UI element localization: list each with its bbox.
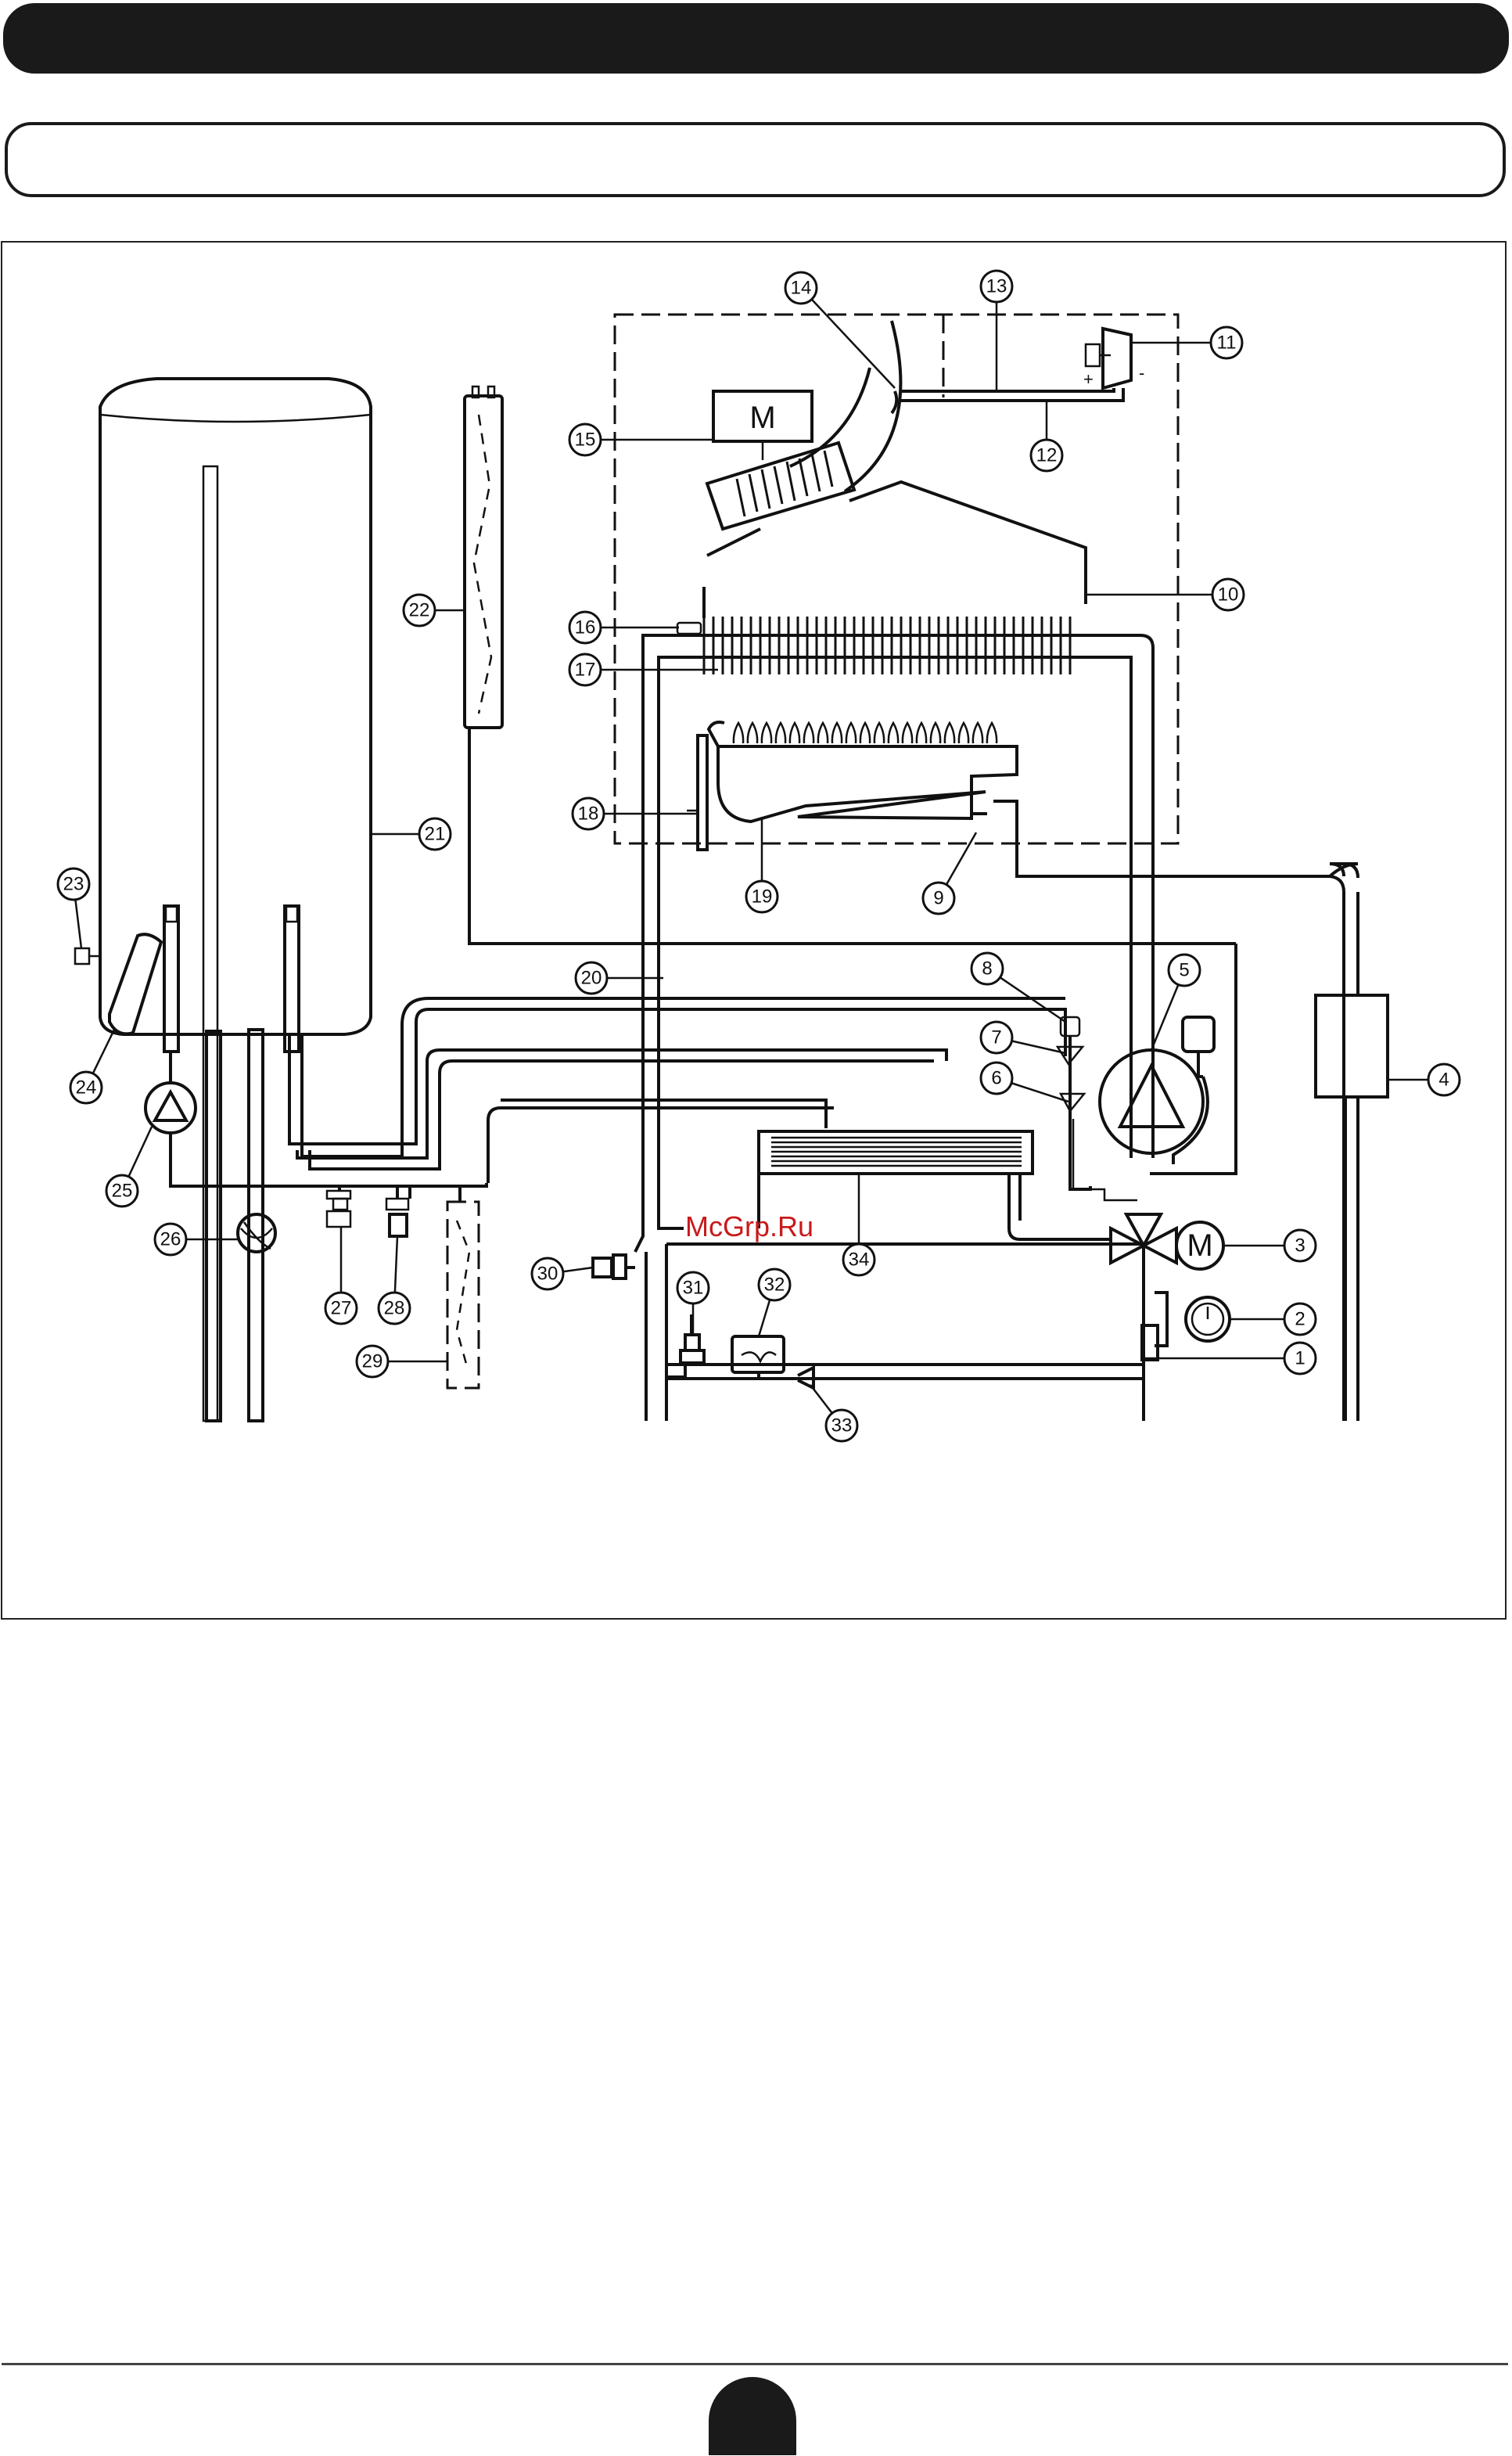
callout-label: 5 — [1179, 960, 1189, 981]
callout-12: 12 — [1031, 401, 1062, 471]
callout-13: 13 — [981, 271, 1012, 391]
callout-label: 30 — [537, 1264, 558, 1285]
callout-14: 14 — [785, 272, 895, 388]
storage-tank — [100, 379, 371, 1421]
callout-label: 22 — [409, 600, 430, 621]
callout-label: 10 — [1218, 584, 1239, 606]
callout-25: 25 — [106, 1127, 152, 1206]
callout-23: 23 — [58, 868, 89, 948]
pressure-gauge — [1155, 1293, 1230, 1346]
callout-label: 32 — [764, 1275, 785, 1296]
callout-label: 4 — [1438, 1070, 1449, 1091]
callout-label: 33 — [831, 1415, 853, 1437]
callout-label: 1 — [1295, 1348, 1305, 1369]
callout-label: 20 — [581, 968, 602, 989]
plus-sign: + — [1083, 369, 1094, 389]
callout-32: 32 — [759, 1269, 790, 1336]
callout-11: 11 — [1133, 327, 1242, 358]
callout-label: 18 — [578, 804, 599, 825]
primary-heat-exchanger — [643, 617, 1153, 1158]
callout-7: 7 — [981, 1022, 1065, 1053]
callouts: 1234567891011121314151617181920212223242… — [58, 271, 1460, 1441]
flue-hood — [704, 321, 1086, 618]
callout-3: 3 — [1223, 1230, 1316, 1261]
callout-label: 34 — [849, 1250, 870, 1271]
burner — [687, 722, 1344, 1421]
callout-label: 19 — [752, 886, 773, 908]
callout-5: 5 — [1151, 955, 1200, 1050]
air-pressure-switch: + - — [900, 329, 1144, 401]
callout-24: 24 — [70, 1030, 114, 1103]
page-number-tab — [709, 2377, 796, 2455]
callout-label: 8 — [982, 958, 992, 980]
callout-33: 33 — [810, 1385, 857, 1441]
callout-label: 9 — [933, 888, 943, 909]
callout-label: 21 — [425, 824, 446, 845]
expansion-vessel-heating — [1316, 864, 1388, 1421]
callout-16: 16 — [569, 612, 679, 643]
callout-10: 10 — [1087, 579, 1244, 610]
callout-8: 8 — [971, 953, 1065, 1022]
callout-label: 3 — [1295, 1235, 1305, 1257]
callout-6: 6 — [981, 1063, 1068, 1102]
callout-label: 15 — [575, 430, 596, 451]
callout-22: 22 — [404, 595, 465, 626]
callout-30: 30 — [532, 1258, 593, 1289]
fan-motor-label: M — [749, 401, 775, 435]
callout-9: 9 — [923, 832, 976, 914]
callout-15: 15 — [569, 424, 713, 455]
watermark-text: McGrp.Ru — [685, 1210, 813, 1242]
callout-27: 27 — [325, 1227, 357, 1324]
callout-label: 14 — [791, 278, 812, 299]
tank-side-components — [75, 906, 487, 1421]
callout-label: 2 — [1295, 1309, 1305, 1330]
callout-label: 12 — [1036, 445, 1058, 466]
callout-label: 7 — [991, 1027, 1001, 1048]
callout-label: 26 — [160, 1229, 181, 1250]
bypass-valves — [1058, 1017, 1137, 1200]
valve-motor-label: M — [1187, 1228, 1212, 1263]
callout-label: 13 — [986, 276, 1007, 297]
callout-20: 20 — [576, 962, 663, 994]
callout-19: 19 — [746, 817, 778, 912]
callout-label: 17 — [575, 660, 596, 681]
callout-29: 29 — [357, 1346, 447, 1377]
minus-sign: - — [1139, 363, 1144, 383]
callout-18: 18 — [573, 798, 698, 829]
callout-label: 29 — [362, 1351, 383, 1372]
callout-label: 28 — [384, 1298, 405, 1319]
three-way-valve: M — [1111, 1214, 1223, 1269]
callout-label: 25 — [112, 1181, 133, 1202]
callout-4: 4 — [1388, 1064, 1460, 1095]
callout-26: 26 — [155, 1224, 238, 1255]
callout-label: 23 — [63, 874, 84, 895]
callout-2: 2 — [1230, 1304, 1316, 1335]
callout-label: 11 — [1217, 333, 1237, 354]
callout-label: 24 — [76, 1077, 97, 1099]
bottom-rule — [2, 2363, 1508, 2365]
callout-label: 6 — [991, 1068, 1001, 1089]
callout-34: 34 — [843, 1174, 875, 1275]
callout-label: 16 — [575, 617, 596, 638]
callout-28: 28 — [379, 1236, 410, 1324]
callout-label: 27 — [331, 1298, 352, 1319]
callout-21: 21 — [371, 818, 451, 850]
callout-label: 31 — [683, 1278, 704, 1299]
fan-motor-assembly: M — [707, 391, 854, 529]
dhw-coil-pipes — [289, 998, 1065, 1183]
circulation-pump — [1100, 944, 1236, 1174]
callout-31: 31 — [677, 1272, 709, 1335]
